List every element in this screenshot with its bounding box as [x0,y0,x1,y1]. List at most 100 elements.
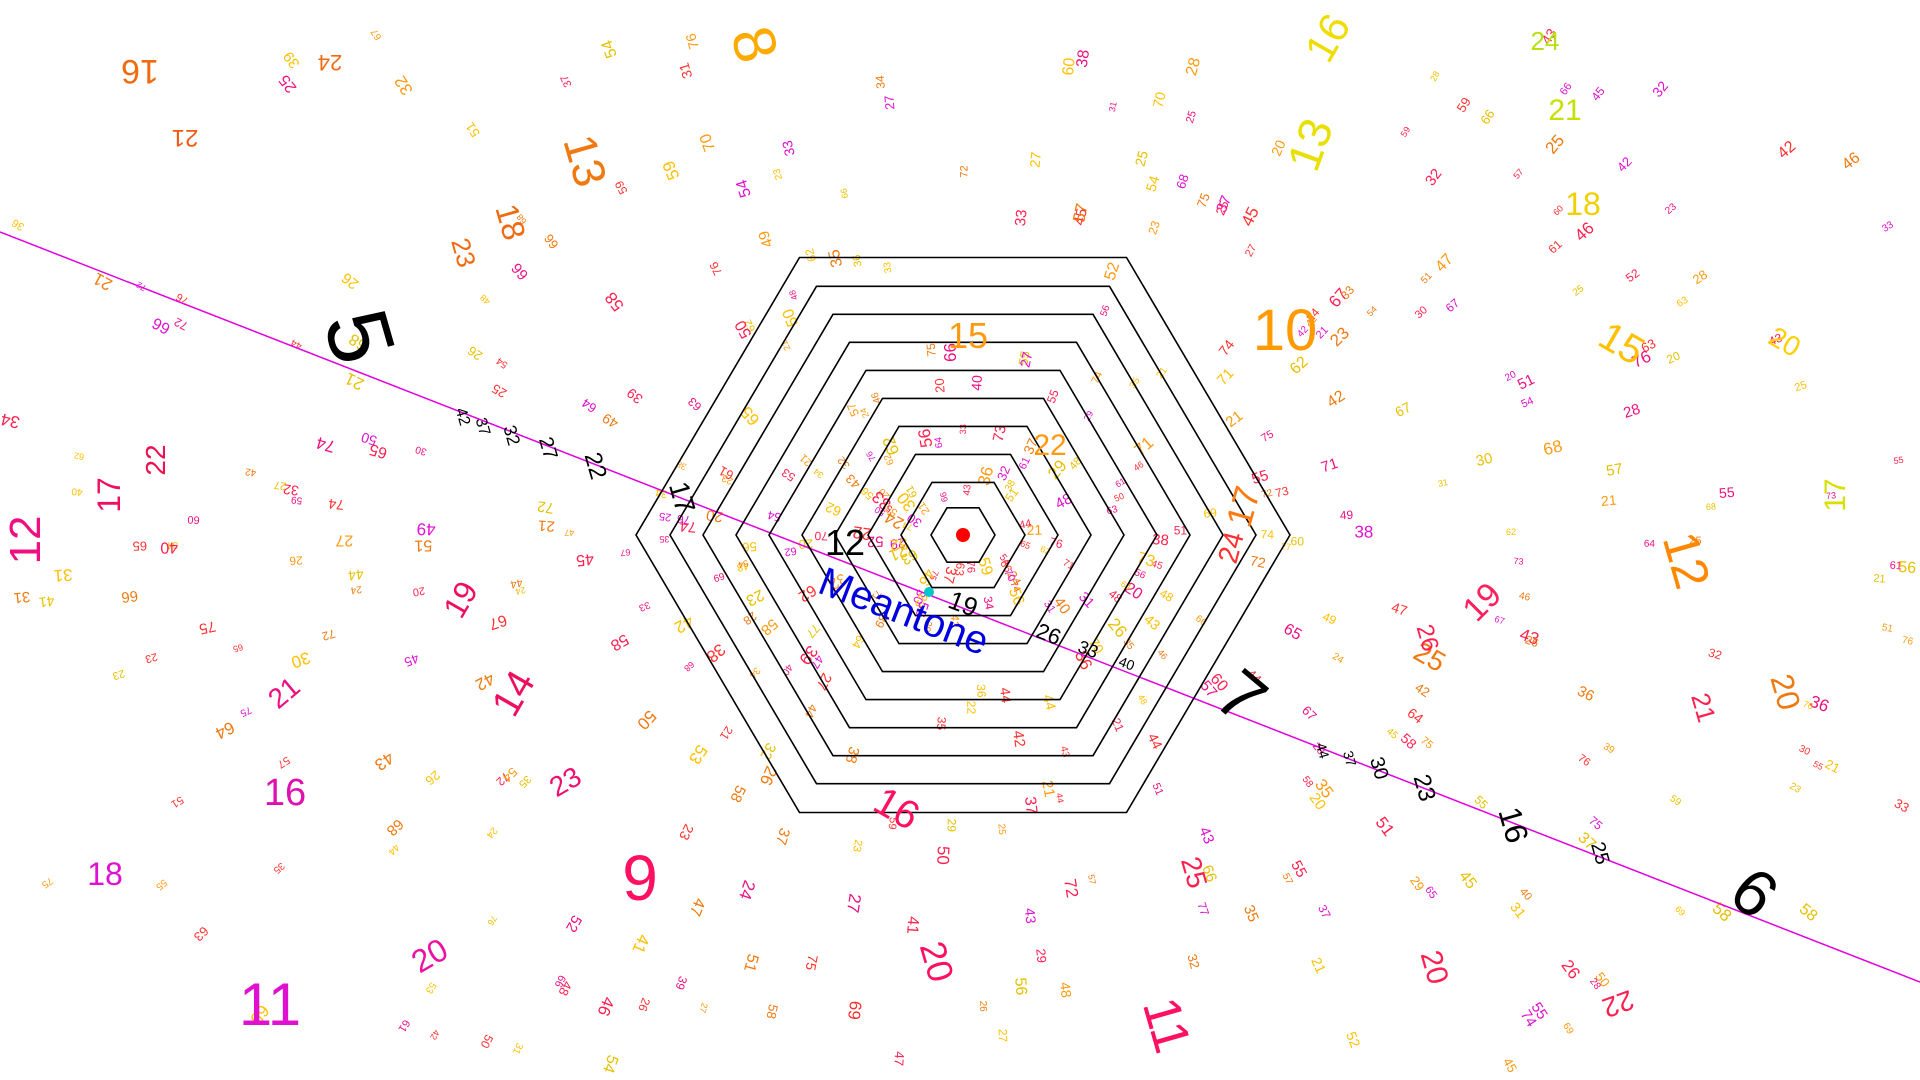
lattice-number: 62 [1506,527,1516,537]
lattice-number: 59 [612,178,631,197]
lattice-number: 46 [870,390,884,404]
lattice-number: 68 [383,815,407,839]
lattice-number: 45 [1455,868,1479,893]
lattice-number: 48 [1157,586,1176,605]
meantone-label[interactable]: Meantone [813,559,995,664]
generator-marker-dot[interactable] [924,587,934,597]
lattice-number: 44 [802,702,821,720]
lattice-number: 63 [1105,504,1119,518]
lattice-number: 44 [347,566,364,584]
lattice-number: 21 [1873,573,1886,586]
edo-number: 21 [262,671,306,715]
lattice-number: 75 [1418,735,1435,752]
lattice-number: 55 [1044,387,1062,405]
lattice-number: 75 [924,342,939,357]
lattice-number: 45 [1150,558,1164,572]
lattice-number: 49 [599,410,621,432]
hexagon-ring [702,313,1224,757]
lattice-number: 75 [1259,428,1276,445]
lattice-number: 21 [538,516,556,534]
lattice-number: 26 [635,996,653,1014]
lattice-number: 63 [898,545,921,568]
lattice-number: 44 [1040,693,1060,712]
lattice-number: 50 [633,706,660,733]
lattice-number: 25 [276,71,300,96]
axis-number: 32 [499,423,524,448]
lattice-number: 43 [1767,330,1785,348]
lattice-number: 62 [802,247,819,264]
lattice-number: 67 [487,611,509,633]
axis-number: 25 [1586,840,1613,867]
edo-number: 16 [121,52,159,90]
lattice-number: 27 [996,1029,1010,1043]
lattice-number: 32 [994,464,1013,483]
lattice-number: 57 [275,754,292,771]
lattice-number: 42 [1324,387,1348,411]
lattice-number: 37 [559,73,575,89]
lattice-number: 38 [1354,522,1373,541]
lattice-number: 51 [1174,524,1188,538]
lattice-number: 31 [1437,477,1449,489]
lattice-number: 54 [737,558,749,570]
lattice-number: 26 [465,343,485,364]
center-marker-dot[interactable] [956,528,970,542]
lattice-number: 60 [1551,203,1565,217]
lattice-number: 75 [928,569,941,582]
lattice-number: 56 [1011,977,1029,996]
lattice-number: 64 [933,436,945,449]
lattice-number: 48 [1106,587,1125,606]
edo-number: 23 [544,761,586,803]
lattice-number: 29 [889,535,906,553]
lattice-number: 47 [1390,599,1410,619]
axis-number: 7 [1201,654,1281,739]
hexagon-ring [635,256,1291,814]
axis-number: 42 [452,406,473,428]
lattice-number: 52 [1343,1029,1364,1050]
lattice-number: 21 [1308,955,1329,976]
lattice-number: 57 [844,400,862,418]
edo-number: 24 [1212,528,1250,566]
lattice-number: 32 [282,481,300,499]
lattice-number: 70 [1149,90,1168,109]
lattice-number: 28 [1183,56,1204,78]
lattice-number: 59 [1668,793,1684,809]
lattice-number: 56 [1005,585,1027,608]
lattice-number: 52 [562,912,585,935]
lattice-number: 33 [637,599,652,614]
lattice-number: 38 [702,640,729,667]
lattice-number: 21 [717,724,736,743]
lattice-number: 68 [346,330,370,354]
lattice-number: 56 [914,427,936,449]
lattice-number: 37 [772,826,793,847]
lattice-number: 29 [920,620,933,634]
lattice-number: 64 [1644,539,1656,550]
lattice-number: 55 [1287,858,1310,881]
lattice-number: 68 [515,212,529,226]
lattice-number: 74 [1517,1007,1540,1030]
lattice-number: 49 [1321,609,1339,627]
lattice-number: 20 [932,378,948,393]
edo-number: 22 [1033,429,1066,462]
lattice-number: 56 [1898,559,1917,577]
lattice-number: 31 [13,588,31,607]
lattice-number: 36 [851,254,865,268]
lattice-number: 41 [38,593,56,611]
lattice-number: 61 [1546,237,1566,257]
edo-number: 20 [1764,321,1806,363]
lattice-number: 37 [1315,903,1334,922]
axis-number: 30 [1365,755,1392,782]
lattice-number: 42 [244,465,257,478]
lattice-number: 27 [1017,350,1036,369]
lattice-number: 22 [964,701,978,715]
lattice-number: 33 [779,139,798,158]
lattice-number: 44 [509,576,523,590]
edo-number: 21 [172,124,199,151]
lattice-number: 20 [412,584,426,598]
lattice-number: 25 [1689,535,1701,547]
lattice-number: 25 [1793,379,1808,394]
lattice-number: 65 [1422,884,1439,901]
lattice-number: 62 [742,317,758,333]
lattice-number: 58 [757,615,781,639]
lattice-number: 75 [238,704,253,719]
